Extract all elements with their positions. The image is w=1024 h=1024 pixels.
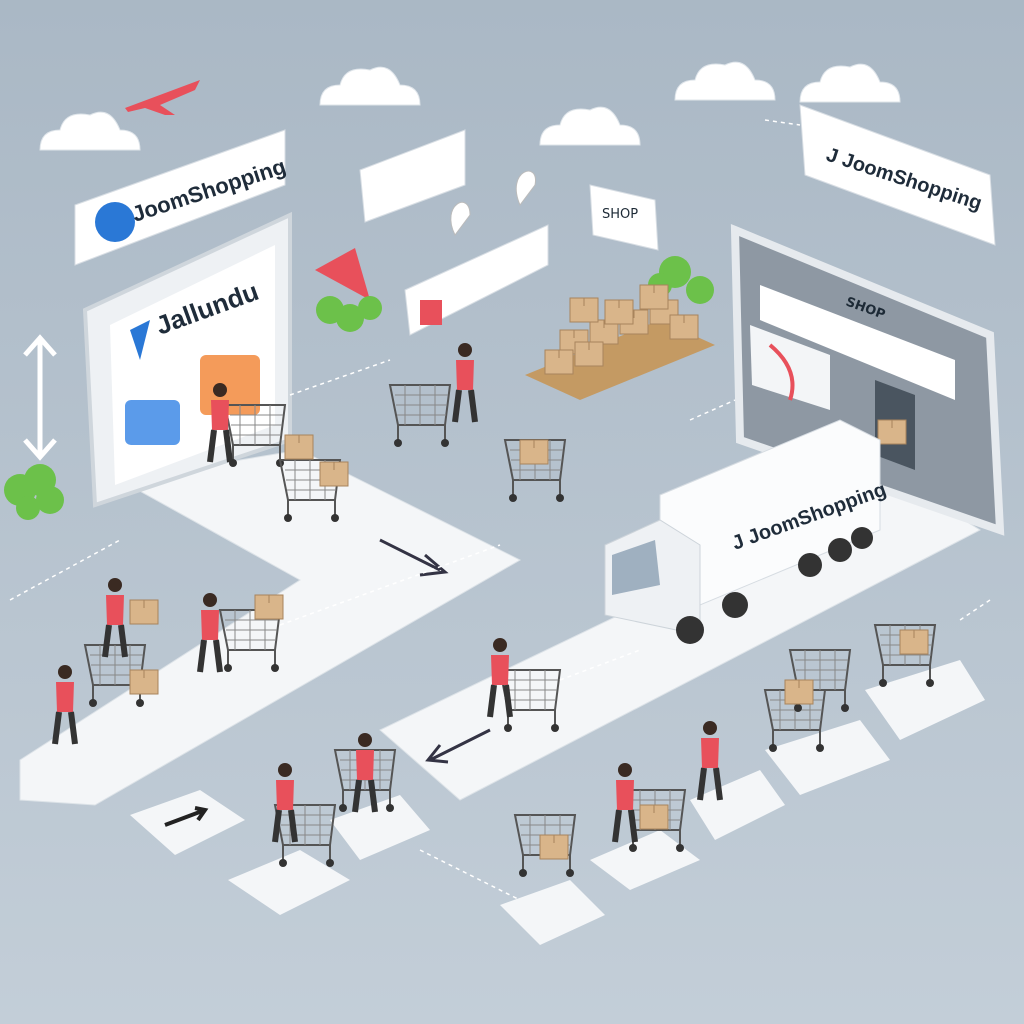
shopping-bag-icon [420,300,442,325]
tile [590,830,700,890]
joomshopping-logo-icon [95,202,135,242]
arrow-tile [130,790,245,855]
tablet-logo-icon [130,320,150,360]
flow-dashed-lines [9,119,991,901]
monitor-header-bar [760,285,955,400]
pallet [525,320,715,400]
tile [690,770,785,840]
blank-sign [359,129,466,223]
arrow-icon [425,728,491,764]
shop-sign-label: SHOP [602,207,638,222]
box-icon [877,419,907,445]
red-flag-icon [315,248,370,300]
tile [765,720,890,795]
bush-icon [4,256,714,520]
vertical-double-arrow-icon [23,334,57,461]
map-pin-icon [515,170,536,206]
tile [865,660,985,740]
tile [500,880,605,945]
brand-sign-right [799,104,996,246]
shop-sign [589,184,659,251]
tile [228,850,350,915]
arrow-icon [379,538,449,577]
delivery-truck [604,419,881,644]
airplane-icon [125,80,200,115]
map-pin-icon [450,202,471,236]
tablet-button-blue[interactable] [125,400,180,445]
red-arrow-icon [768,343,795,401]
arrow-icon [164,806,209,827]
